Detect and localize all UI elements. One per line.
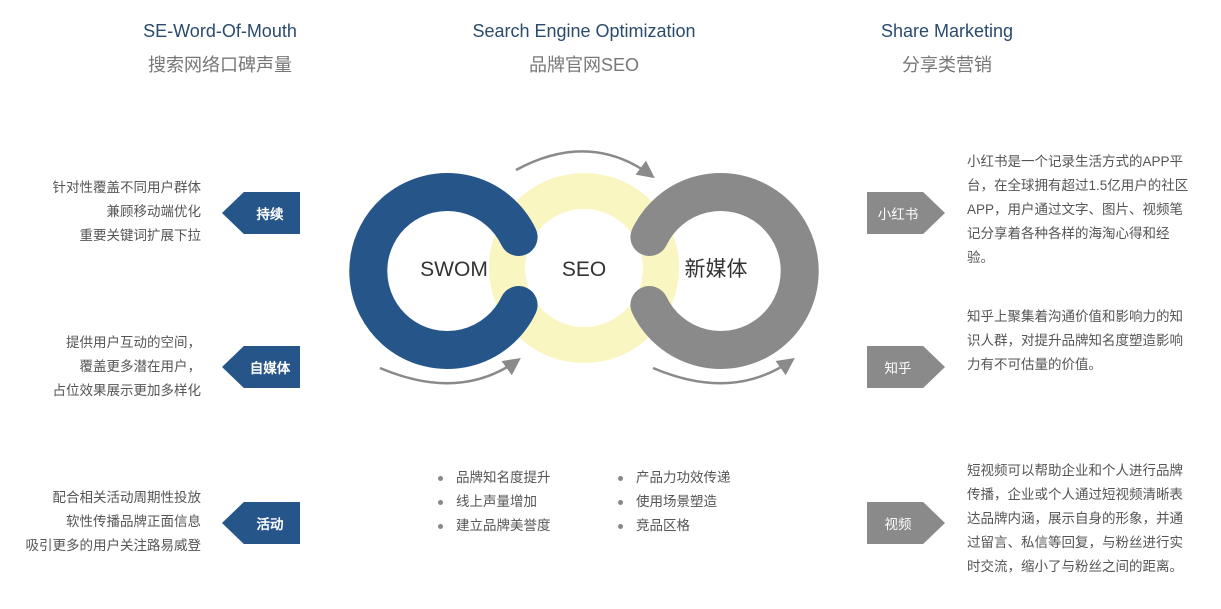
list-item: 产品力功效传递	[616, 466, 731, 490]
list-item: 线上声量增加	[436, 490, 551, 514]
left-desc-2: 提供用户互动的空间， 覆盖更多潜在用户， 占位效果展示更加多样化	[53, 331, 202, 403]
left-desc-1-line: 针对性覆盖不同用户群体	[52, 180, 202, 195]
swom-label: SWOM	[420, 258, 488, 281]
bottom-left-arrow	[379, 357, 521, 385]
right-desc-zhihu: 知乎上聚集着沟通价值和影响力的知识人群，对提升品牌知名度塑造影响力有不可估量的价…	[967, 309, 1183, 372]
list-item: 使用场景塑造	[616, 490, 731, 514]
header-seo: Search Engine Optimization 品牌官网SEO	[434, 18, 734, 78]
header-swom: SE-Word-Of-Mouth 搜索网络口碑声量	[70, 18, 370, 78]
header-seo-cn: 品牌官网SEO	[528, 55, 639, 75]
bullets-left: 品牌知名度提升 线上声量增加 建立品牌美誉度	[436, 466, 551, 538]
list-item: 竞品区格	[616, 514, 731, 538]
list-item: 品牌知名度提升	[436, 466, 551, 490]
left-desc-3-line: 配合相关活动周期性投放	[52, 490, 202, 505]
header-swom-cn: 搜索网络口碑声量	[148, 55, 292, 75]
left-desc-1-line: 重要关键词扩展下拉	[79, 228, 202, 243]
bottom-right-arrow	[652, 357, 795, 385]
new-media-ring	[630, 173, 819, 369]
header-share-en: Share Marketing	[880, 21, 1014, 41]
header-share: Share Marketing 分享类营销	[797, 18, 1097, 78]
left-desc-3-line: 软性传播品牌正面信息	[66, 514, 201, 529]
header-swom-en: SE-Word-Of-Mouth	[143, 21, 297, 41]
left-desc-1: 针对性覆盖不同用户群体 兼顾移动端优化 重要关键词扩展下拉	[53, 176, 202, 248]
left-desc-2-line: 提供用户互动的空间，	[66, 335, 201, 350]
right-desc-xiaohongshu: 小红书是一个记录生活方式的APP平台，在全球拥有超过1.5亿用户的社区APP，用…	[967, 154, 1189, 265]
swom-ring	[349, 173, 538, 369]
seo-ring	[489, 173, 679, 363]
left-desc-2-line: 占位效果展示更加多样化	[52, 383, 202, 398]
seo-label: SEO	[562, 258, 606, 281]
left-desc-2-line: 覆盖更多潜在用户，	[79, 359, 202, 374]
list-item: 建立品牌美誉度	[436, 514, 551, 538]
left-desc-3-line: 吸引更多的用户关注路易威登	[25, 538, 202, 553]
header-seo-en: Search Engine Optimization	[472, 21, 696, 41]
header-share-cn: 分享类营销	[902, 55, 992, 75]
right-desc-video: 短视频可以帮助企业和个人进行品牌传播，企业或个人通过短视频清晰表达品牌内涵，展示…	[967, 463, 1183, 574]
left-desc-3: 配合相关活动周期性投放 软性传播品牌正面信息 吸引更多的用户关注路易威登	[26, 486, 202, 558]
new-media-label: 新媒体	[685, 258, 748, 281]
left-desc-1-line: 兼顾移动端优化	[106, 204, 202, 219]
bullets-right: 产品力功效传递 使用场景塑造 竞品区格	[616, 466, 731, 538]
top-arrow	[515, 150, 655, 179]
